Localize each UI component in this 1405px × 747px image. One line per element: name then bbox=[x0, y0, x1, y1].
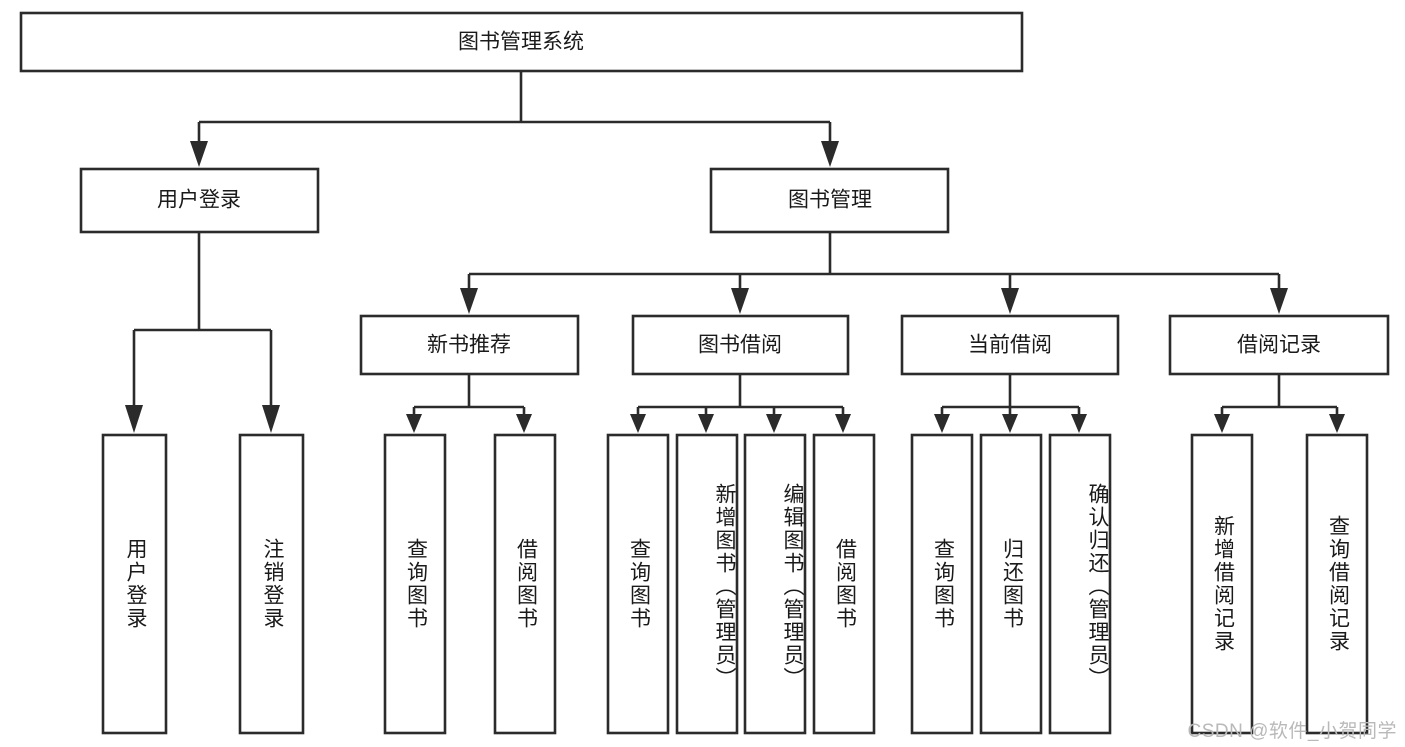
connectors-borrow-record bbox=[1214, 374, 1345, 433]
node-leaf-confirm-return-label: 确认归还（管理员） bbox=[1086, 482, 1109, 690]
arrow-to-leaf-query-record bbox=[1329, 414, 1345, 433]
node-borrow-record[interactable]: 借阅记录 bbox=[1168, 314, 1390, 376]
connectors-new-book-recommend bbox=[406, 374, 532, 433]
node-new-book-recommend[interactable]: 新书推荐 bbox=[359, 314, 580, 376]
arrow-to-leaf-query-book-3 bbox=[934, 414, 950, 433]
node-leaf-query-book-1[interactable]: 查询图书 bbox=[383, 433, 447, 735]
node-leaf-logout-label: 注销登录 bbox=[260, 538, 284, 630]
arrow-to-leaf-query-book-1 bbox=[406, 414, 422, 433]
node-book-borrow-label: 图书借阅 bbox=[698, 334, 782, 357]
node-current-borrow-box[interactable] bbox=[900, 314, 1120, 376]
node-book-manage-box[interactable] bbox=[709, 167, 950, 234]
arrow-to-leaf-add-book bbox=[698, 414, 714, 433]
arrow-to-leaf-add-record bbox=[1214, 414, 1230, 433]
arrow-to-leaf-return-book bbox=[1002, 414, 1018, 433]
node-leaf-logout-box[interactable] bbox=[238, 433, 305, 735]
node-leaf-borrow-book-1-box[interactable] bbox=[493, 433, 557, 735]
connectors-root bbox=[190, 71, 839, 167]
node-user-login[interactable]: 用户登录 bbox=[79, 167, 320, 234]
node-leaf-return-book-label: 归还图书 bbox=[1000, 538, 1024, 630]
arrow-to-leaf-borrow-book-1 bbox=[516, 414, 532, 433]
node-leaf-add-record[interactable]: 新增借阅记录 bbox=[1190, 433, 1254, 735]
arrow-to-new-book-recommend bbox=[460, 288, 478, 314]
node-leaf-user-login-label: 用户登录 bbox=[123, 538, 147, 630]
arrow-to-user-login bbox=[190, 141, 208, 167]
node-leaf-return-book[interactable]: 归还图书 bbox=[979, 433, 1043, 735]
node-leaf-user-login-box[interactable] bbox=[101, 433, 168, 735]
node-leaf-query-record-label: 查询借阅记录 bbox=[1326, 515, 1350, 653]
node-book-borrow[interactable]: 图书借阅 bbox=[631, 314, 850, 376]
node-leaf-user-login[interactable]: 用户登录 bbox=[101, 433, 168, 735]
arrow-to-leaf-confirm-return bbox=[1071, 414, 1087, 433]
arrow-to-borrow-record bbox=[1270, 288, 1288, 314]
node-leaf-confirm-return-box[interactable] bbox=[1048, 433, 1112, 735]
node-leaf-query-book-3[interactable]: 查询图书 bbox=[910, 433, 974, 735]
node-leaf-query-book-1-box[interactable] bbox=[383, 433, 447, 735]
node-leaf-borrow-book-2-box[interactable] bbox=[812, 433, 876, 735]
node-book-manage-label: 图书管理 bbox=[788, 189, 872, 212]
node-leaf-query-book-3-box[interactable] bbox=[910, 433, 974, 735]
node-leaf-add-book-box[interactable] bbox=[675, 433, 739, 735]
node-leaf-query-book-1-label: 查询图书 bbox=[404, 538, 428, 630]
arrow-to-current-borrow bbox=[1001, 288, 1019, 314]
node-leaf-query-record-box[interactable] bbox=[1305, 433, 1369, 735]
node-leaf-borrow-book-1-label: 借阅图书 bbox=[514, 538, 538, 630]
node-leaf-edit-book-label: 编辑图书（管理员） bbox=[781, 482, 804, 690]
node-book-manage[interactable]: 图书管理 bbox=[709, 167, 950, 234]
node-leaf-edit-book[interactable]: 编辑图书（管理员） bbox=[743, 433, 807, 735]
node-book-borrow-box[interactable] bbox=[631, 314, 850, 376]
node-leaf-borrow-book-2[interactable]: 借阅图书 bbox=[812, 433, 876, 735]
arrow-to-leaf-edit-book bbox=[766, 414, 782, 433]
node-leaf-add-book[interactable]: 新增图书（管理员） bbox=[675, 433, 739, 735]
node-leaf-return-book-box[interactable] bbox=[979, 433, 1043, 735]
node-new-book-recommend-label: 新书推荐 bbox=[427, 334, 511, 357]
node-borrow-record-box[interactable] bbox=[1168, 314, 1390, 376]
node-new-book-recommend-box[interactable] bbox=[359, 314, 580, 376]
node-leaf-borrow-book-2-label: 借阅图书 bbox=[833, 538, 857, 630]
node-current-borrow[interactable]: 当前借阅 bbox=[900, 314, 1120, 376]
node-user-login-box[interactable] bbox=[79, 167, 320, 234]
arrow-to-leaf-logout bbox=[262, 405, 280, 433]
node-leaf-borrow-book-1[interactable]: 借阅图书 bbox=[493, 433, 557, 735]
node-leaf-query-record[interactable]: 查询借阅记录 bbox=[1305, 433, 1369, 735]
node-leaf-add-record-label: 新增借阅记录 bbox=[1211, 515, 1235, 653]
arrow-to-book-manage bbox=[821, 141, 839, 167]
node-leaf-query-book-2-box[interactable] bbox=[606, 433, 670, 735]
node-borrow-record-label: 借阅记录 bbox=[1237, 334, 1321, 357]
connectors-user-login bbox=[125, 232, 280, 433]
node-leaf-add-record-box[interactable] bbox=[1190, 433, 1254, 735]
connectors-current-borrow bbox=[934, 374, 1087, 433]
connectors-book-borrow bbox=[630, 374, 851, 433]
node-leaf-add-book-label: 新增图书（管理员） bbox=[713, 482, 736, 690]
node-leaf-query-book-2[interactable]: 查询图书 bbox=[606, 433, 670, 735]
arrow-to-leaf-borrow-book-2 bbox=[835, 414, 851, 433]
node-user-login-label: 用户登录 bbox=[157, 189, 241, 212]
node-root-label: 图书管理系统 bbox=[458, 31, 584, 54]
arrow-to-leaf-query-book-2 bbox=[630, 414, 646, 433]
node-leaf-edit-book-box[interactable] bbox=[743, 433, 807, 735]
arrow-to-leaf-user-login bbox=[125, 405, 143, 433]
node-root[interactable]: 图书管理系统 bbox=[19, 11, 1024, 73]
node-leaf-logout[interactable]: 注销登录 bbox=[238, 433, 305, 735]
node-root-box[interactable] bbox=[19, 11, 1024, 73]
connectors-book-manage bbox=[460, 232, 1288, 314]
node-leaf-confirm-return[interactable]: 确认归还（管理员） bbox=[1048, 433, 1112, 735]
node-leaf-query-book-3-label: 查询图书 bbox=[931, 538, 955, 630]
node-current-borrow-label: 当前借阅 bbox=[968, 334, 1052, 357]
node-leaf-query-book-2-label: 查询图书 bbox=[627, 538, 651, 630]
arrow-to-book-borrow bbox=[731, 288, 749, 314]
